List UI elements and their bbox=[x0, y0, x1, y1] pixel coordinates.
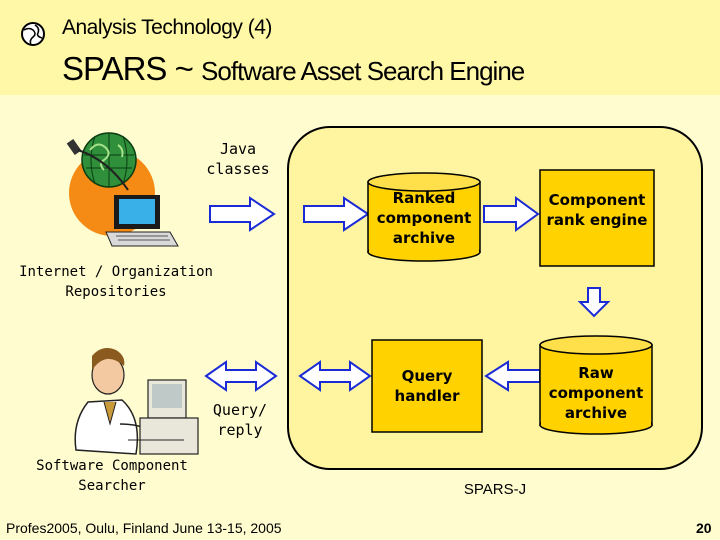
ranked-archive-label: Ranked component archive bbox=[376, 189, 472, 247]
query-handler-box bbox=[371, 339, 483, 433]
searcher-label: Software Component Searcher bbox=[36, 458, 188, 494]
query-reply-right-arrow bbox=[298, 360, 372, 392]
into-ranked-archive-arrow bbox=[303, 196, 370, 232]
ranked-to-engine-arrow bbox=[483, 196, 540, 232]
ranked-archive-cylinder bbox=[367, 172, 481, 262]
page-title: SPARS ~ Software Asset Search Engine bbox=[62, 50, 525, 88]
person-at-computer-icon bbox=[74, 348, 199, 455]
spars-j-label: SPARS-J bbox=[463, 481, 527, 498]
header-band bbox=[0, 0, 720, 95]
footer-conference: Profes2005, Oulu, Finland June 13-15, 20… bbox=[6, 520, 282, 536]
raw-archive-cylinder bbox=[539, 335, 653, 435]
rank-engine-box bbox=[539, 169, 655, 267]
raw-to-query-handler-arrow bbox=[484, 360, 541, 392]
query-handler-label: Query handler bbox=[394, 367, 460, 405]
query-reply-left-arrow bbox=[204, 360, 278, 392]
query-reply-label: Query/ reply bbox=[212, 401, 268, 439]
java-classes-arrow bbox=[209, 196, 276, 232]
rank-engine-label: Component rank engine bbox=[546, 191, 648, 229]
bullet-globe-icon bbox=[21, 22, 45, 46]
page-number: 20 bbox=[696, 520, 712, 536]
repositories-label: Internet / Organization Repositories bbox=[19, 264, 213, 300]
java-classes-label: Java classes bbox=[206, 140, 270, 178]
title-main: SPARS ~ bbox=[62, 50, 202, 87]
engine-to-raw-archive-arrow bbox=[577, 287, 611, 318]
header-subtitle: Analysis Technology (4) bbox=[62, 16, 272, 39]
raw-archive-label: Raw component archive bbox=[548, 364, 644, 422]
repository-clipart-icon bbox=[66, 132, 179, 247]
title-sub: Software Asset Search Engine bbox=[201, 56, 525, 86]
